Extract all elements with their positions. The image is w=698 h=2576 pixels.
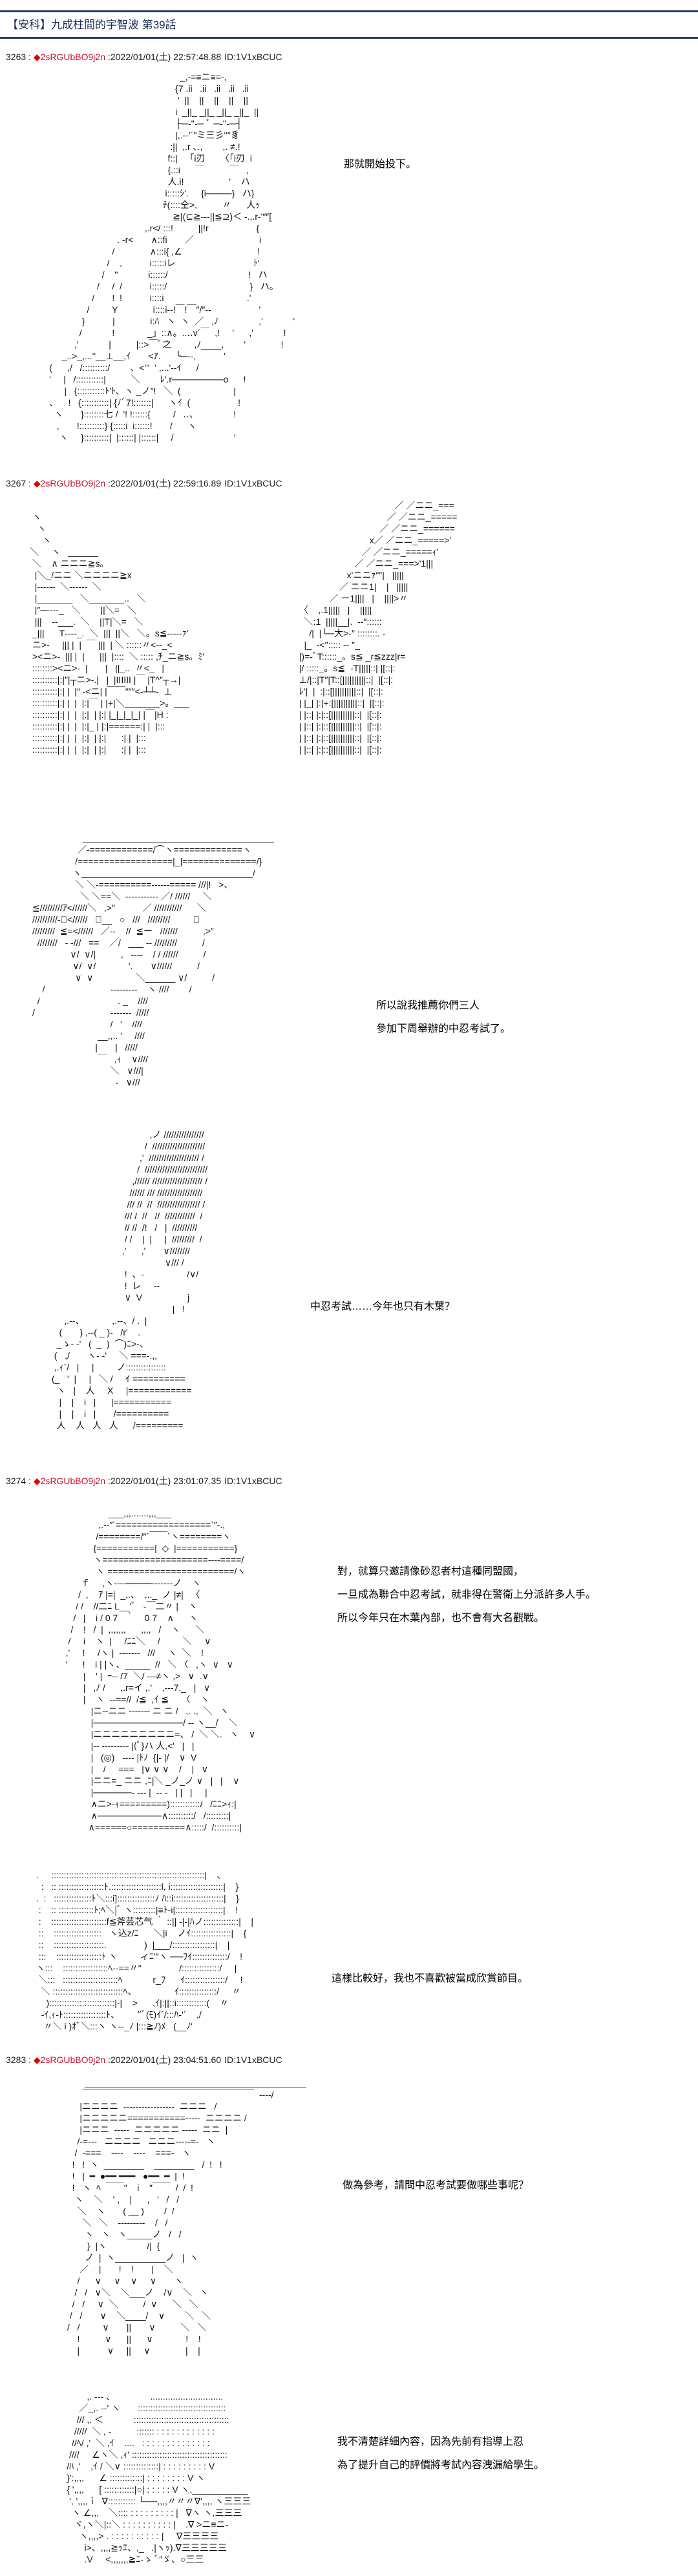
dialogue-text: 做為參考，請問中忍考試要做哪些事呢？ (343, 2180, 529, 2191)
thread-title: 【安科】九成柱間的宇智波 第39話 (7, 19, 176, 31)
post-header: 3267 : ◆2sRGUbBO9j2n:2022/01/01(土) 22:59… (6, 477, 282, 489)
header-separator: : (26, 1476, 34, 1486)
dialogue-text: 中忍考試……今年也只有木葉？ (310, 1301, 456, 1312)
ascii-art: ,ノ //////////////// / //////////////////… (51, 1129, 208, 1430)
ascii-art: ,. -‐‐ 、 ............................. ／… (67, 2391, 251, 2564)
header-separator: : (26, 52, 34, 62)
trip-diamond-icon: ◆ (33, 2055, 41, 2065)
ascii-art: ヽ ヽ ヽ ＼ ヽ ______ ＼ ∧ ニニニ≧s。 |＼_/ニニ ＼ニニニニ… (30, 512, 205, 755)
header-separator: : (26, 478, 34, 488)
author-trip: 2sRGUbBO9j2n (40, 1476, 105, 1486)
thread-title-bar: 【安科】九成柱間的宇智波 第39話 (0, 10, 698, 39)
post-datetime: :2022/01/01(土) 22:57:48.88 (108, 52, 222, 62)
ascii-art: ___,,,.......,,,___ ,.-‐″´==============… (65, 1508, 256, 1832)
dialogue-text: 對，就算只邀請像砂忍者村這種同盟國， 一旦成為聯合中忍考試，就非得在警衛上分派許… (337, 1566, 597, 1624)
author-trip: 2sRGUbBO9j2n (40, 2055, 105, 2065)
post-number: 3267 (6, 478, 26, 488)
ascii-art: . ::::::::::::::::::::::::::::::::::::::… (36, 1870, 254, 2031)
header-separator: : (26, 2055, 34, 2065)
post-number: 3274 (6, 1476, 26, 1486)
post-id: ID:1V1xBCUC (224, 2055, 282, 2065)
dialogue-text: 我不清楚詳細內容，因為先前有指導上忍 為了提升自己的評價將考試內容洩漏給學生。 (337, 2436, 545, 2471)
trip-diamond-icon: ◆ (33, 478, 41, 488)
ascii-art: ,.r</ :::! ||!r { . -r< ∧::fi ／ i / ∧:::… (49, 223, 295, 443)
post-id: ID:1V1xBCUC (224, 478, 282, 488)
post-header: 3283 : ◆2sRGUbBO9j2n:2022/01/01(土) 23:04… (6, 2054, 282, 2066)
ascii-art: ________________________________________… (67, 2078, 306, 2356)
ascii-art: _,-=≡ニ≡=-, {7 .ii .ii .ii .ii .ii ' || |… (162, 72, 272, 222)
author-trip: 2sRGUbBO9j2n (40, 52, 105, 62)
post-id: ID:1V1xBCUC (224, 1476, 282, 1486)
author-trip: 2sRGUbBO9j2n (40, 478, 105, 488)
trip-diamond-icon: ◆ (33, 1476, 41, 1486)
post-number: 3263 (6, 52, 26, 62)
trip-diamond-icon: ◆ (33, 52, 41, 62)
ascii-art: ／ ／ニニ_=== ／ ／ニニ_===== ／ ／ニニ_====== x／ ／ニ… (299, 500, 458, 755)
post-header: 3274 : ◆2sRGUbBO9j2n:2022/01/01(土) 23:01… (6, 1475, 282, 1487)
post-datetime: :2022/01/01(土) 23:01:07.35 (108, 1476, 222, 1486)
ascii-art: ______________________________________ ／… (32, 833, 274, 1087)
dialogue-text: 這樣比較好，我也不喜歡被當成欣賞節目。 (332, 1973, 529, 1984)
post-id: ID:1V1xBCUC (224, 52, 282, 62)
dialogue-text: 所以說我推薦你們三人 參加下周舉辦的中忍考試了。 (376, 1000, 511, 1034)
post-number: 3283 (6, 2055, 26, 2065)
dialogue-text: 那就開始投下。 (344, 159, 417, 170)
post-datetime: :2022/01/01(土) 22:59:16.89 (108, 478, 222, 488)
post-datetime: :2022/01/01(土) 23:04:51.60 (108, 2055, 222, 2065)
post-header: 3263 : ◆2sRGUbBO9j2n:2022/01/01(土) 22:57… (6, 51, 282, 63)
